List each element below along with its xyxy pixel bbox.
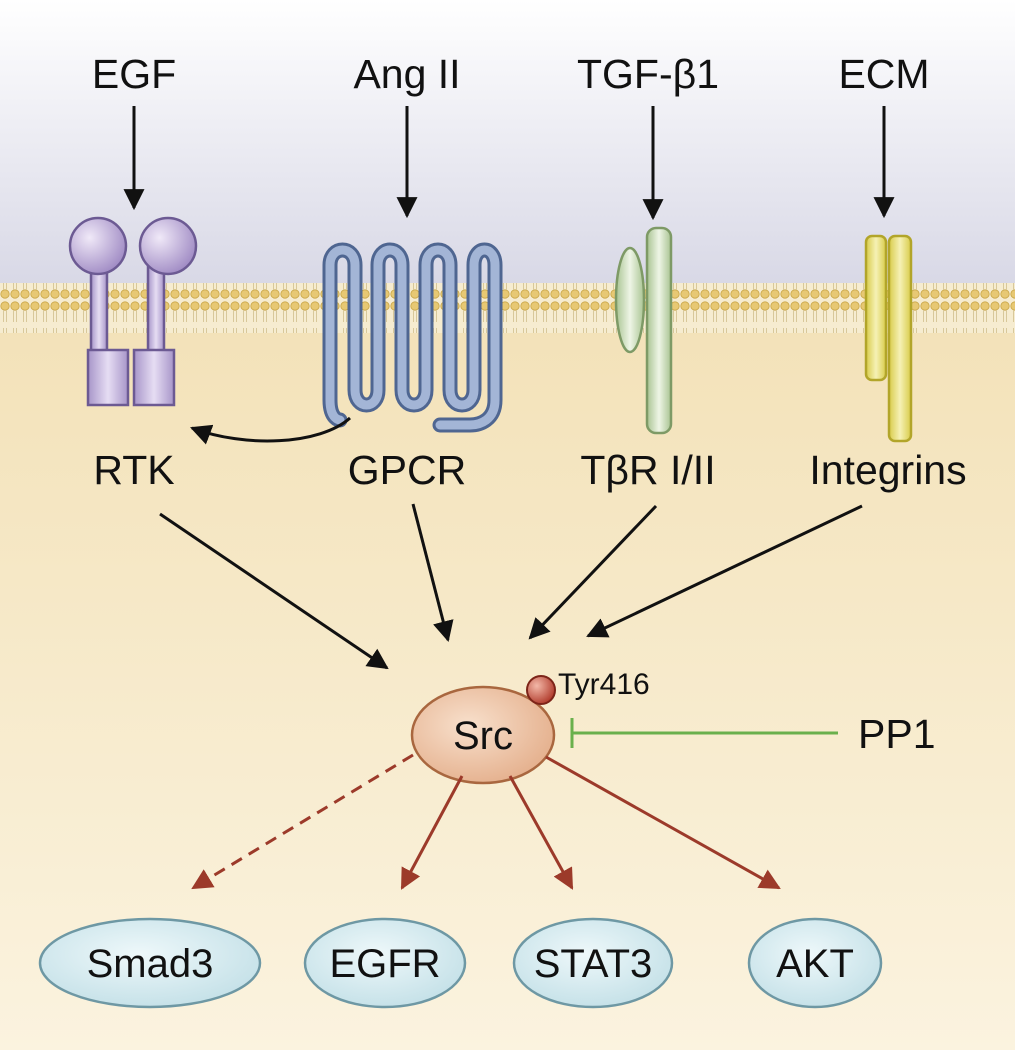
gpcr-to-src-arrow <box>411 503 454 643</box>
src-to-smad3-arrow <box>191 753 414 890</box>
receptor-rtk-label: RTK <box>93 447 174 493</box>
ligand-egf-label: EGF <box>92 51 176 97</box>
inhibitor-pp1-label: PP1 <box>858 711 936 757</box>
tgfbr-to-src-arrow <box>528 504 658 640</box>
integrins-to-src-arrow <box>586 504 863 638</box>
receptor-gpcr-label: GPCR <box>348 447 466 493</box>
src-label: Src <box>453 714 513 758</box>
gpcr-to-rtk-arrow <box>190 416 352 445</box>
egfr-node <box>303 917 467 1009</box>
src-to-egfr-arrow <box>400 775 464 890</box>
ligand-ecm-label: ECM <box>838 51 929 97</box>
target-stat3-label: STAT3 <box>534 942 653 986</box>
smad3-node <box>38 917 262 1009</box>
tgfbr-receptor-icon <box>614 226 673 435</box>
target-egfr-label: EGFR <box>329 942 440 986</box>
ligand-tgfb1-label: TGF-β1 <box>577 51 719 97</box>
target-smad3-label: Smad3 <box>87 942 214 986</box>
stat3-node <box>512 917 674 1009</box>
phosphosite-label: Tyr416 <box>558 668 650 701</box>
src-to-stat3-arrow <box>508 775 574 890</box>
gpcr-receptor-icon <box>322 242 503 433</box>
rtk-to-src-arrow <box>159 512 389 670</box>
akt-node <box>747 917 883 1009</box>
cell-membrane <box>0 283 1015 333</box>
src-to-akt-arrow <box>545 755 781 890</box>
receptor-tgfbr-label: TβR I/II <box>580 447 715 493</box>
rtk-receptor-icon <box>68 216 198 407</box>
target-akt-label: AKT <box>776 942 854 986</box>
src-node <box>410 685 556 785</box>
ligand-angii-label: Ang II <box>353 51 460 97</box>
phosphate-icon <box>526 675 556 705</box>
receptor-integrins-label: Integrins <box>809 447 966 493</box>
integrin-receptor-icon <box>864 234 913 443</box>
